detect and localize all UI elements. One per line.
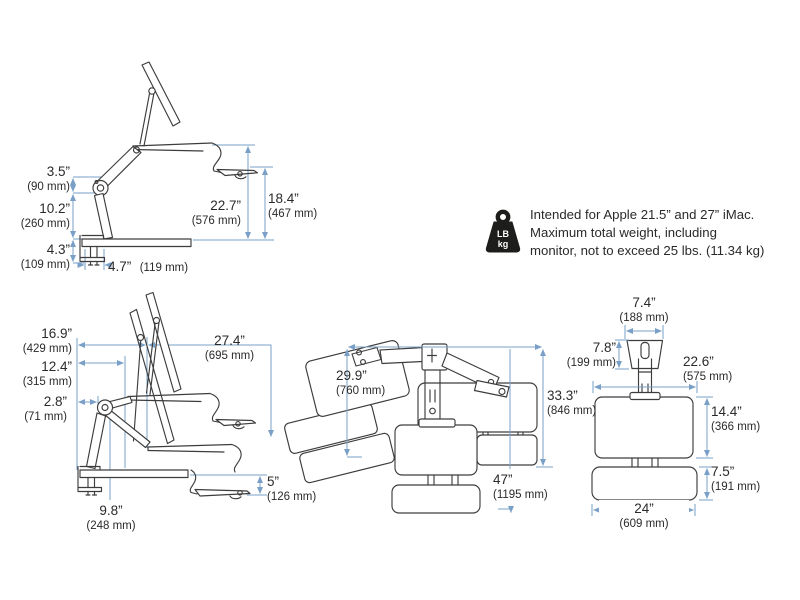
svg-text:kg: kg <box>498 239 509 249</box>
side-range-artwork <box>77 291 257 500</box>
front-view-dimension-lines <box>591 325 713 516</box>
dim-label-riser-height: 10.2” (260 mm) <box>20 201 70 230</box>
dim-label-surface-depth: 14.4” (366 mm) <box>711 404 761 433</box>
dim-label-surface-width: 22.6” (575 mm) <box>683 354 733 383</box>
dim-label-pivot-offset: 2.8” (71 mm) <box>24 394 67 423</box>
dim-label-setback-upper: 16.9” (429 mm) <box>22 326 72 355</box>
dim-label-clamp-depth: 4.7” (119 mm) <box>108 259 189 274</box>
svg-text:LB: LB <box>497 229 509 239</box>
dim-label-tray-depth: 7.5” (191 mm) <box>711 464 761 493</box>
dim-label-depth-total: 33.3” (846 mm) <box>547 388 597 417</box>
front-view-artwork <box>591 339 698 501</box>
dim-label-width-total: 47” (1195 mm) <box>493 472 548 501</box>
dim-label-lift-height: 3.5” (90 mm) <box>27 164 70 193</box>
dim-label-tray-width: 24” (609 mm) <box>599 500 689 531</box>
dim-label-surface-height: 22.7” (576 mm) <box>191 198 241 227</box>
dim-label-foot-depth: 7.8” (199 mm) <box>566 340 616 369</box>
top-swung-dimension-lines <box>344 344 553 513</box>
dim-label-forward-reach: 27.4” (695 mm) <box>204 333 255 362</box>
note-line-3: monitor, not to exceed 25 lbs. (11.34 kg… <box>530 243 765 258</box>
weight-limit-icon: LB kg <box>485 209 521 253</box>
dim-label-setback-mid: 12.4” (315 mm) <box>22 359 72 388</box>
weight-limit-note: Intended for Apple 21.5” and 27” iMac. M… <box>530 206 775 260</box>
top-swung-artwork <box>284 340 538 514</box>
side-raised-dimension-lines <box>70 144 274 270</box>
dim-label-swing-width: 29.9” (760 mm) <box>336 368 386 397</box>
side-raised-artwork <box>79 61 259 266</box>
note-line-1: Intended for Apple 21.5” and 27” iMac. <box>530 207 755 222</box>
dim-label-tray-drop: 5” (126 mm) <box>267 474 317 503</box>
note-line-2: Maximum total weight, including <box>530 225 717 240</box>
dim-label-pivot-depth: 9.8” (248 mm) <box>86 503 136 532</box>
dim-label-tray-height: 18.4” (467 mm) <box>268 191 318 220</box>
dim-label-clamp-height: 4.3” (109 mm) <box>20 242 70 271</box>
dim-label-foot-width: 7.4” (188 mm) <box>619 295 669 324</box>
